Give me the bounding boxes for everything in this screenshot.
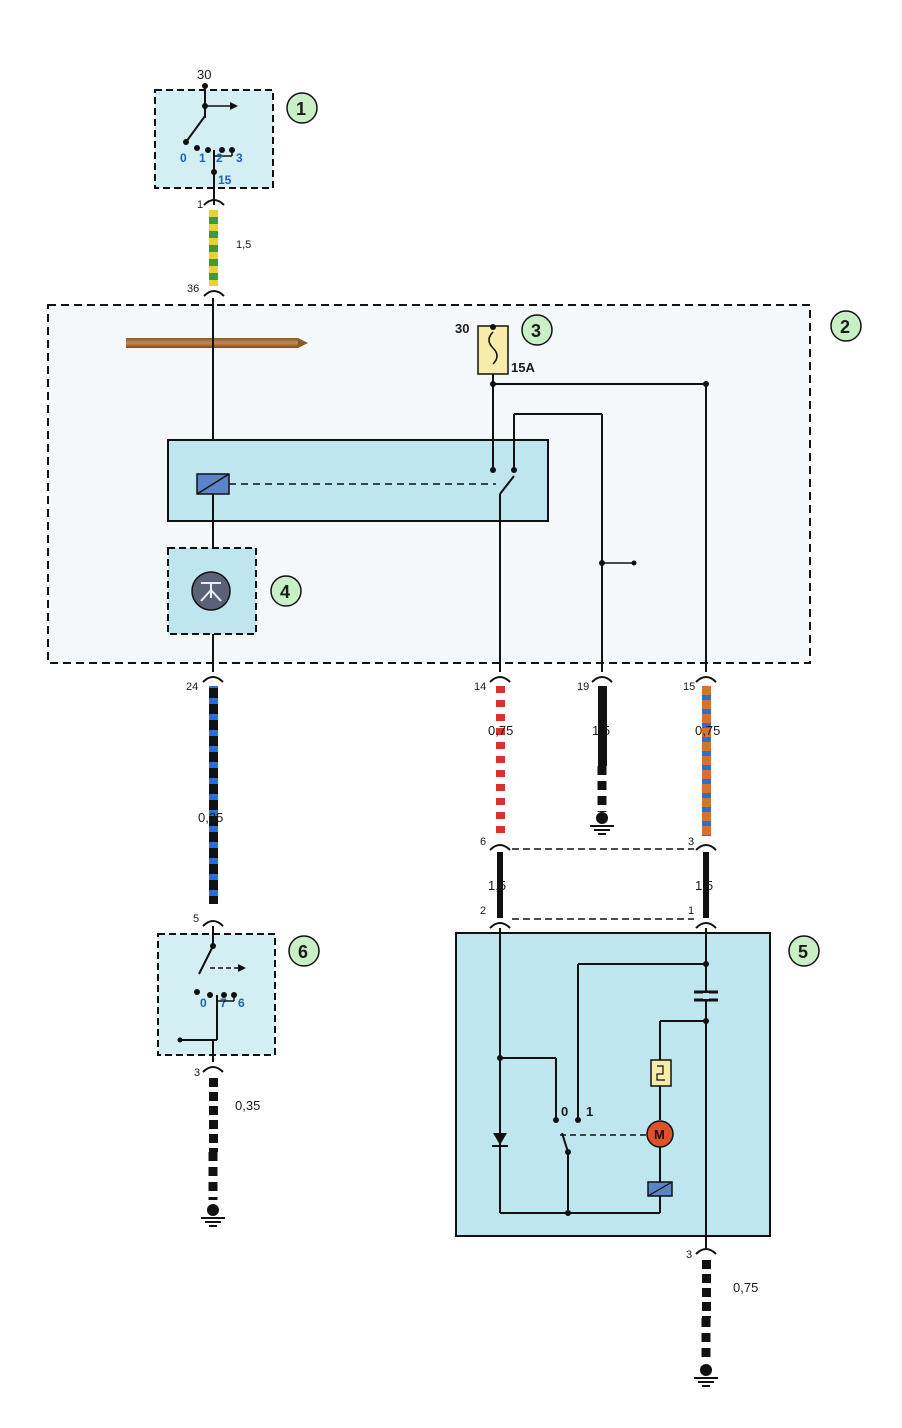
terminal-30-label: 30 bbox=[197, 67, 211, 82]
switch6-pos-6: 6 bbox=[238, 996, 245, 1010]
pin-3-bottom: 3 bbox=[686, 1249, 692, 1261]
fuse-rating: 15A bbox=[511, 360, 535, 375]
callout-1-circle bbox=[286, 92, 318, 124]
callout-4: 4 bbox=[280, 582, 290, 602]
ground-symbol-1 bbox=[590, 812, 614, 835]
switch1-terminal-15: 15 bbox=[218, 173, 232, 187]
pin-14: 14 bbox=[474, 681, 486, 693]
callout-6-circle bbox=[288, 935, 320, 967]
control-module-block: 30 15A bbox=[47, 298, 811, 672]
switch1-pos-3: 3 bbox=[236, 151, 243, 165]
callout-5-circle bbox=[788, 935, 820, 967]
wire-size-19: 1,5 bbox=[592, 723, 610, 738]
switch1-pos-2: 2 bbox=[216, 151, 223, 165]
wire-size-24: 0,35 bbox=[198, 810, 223, 825]
callout-2: 2 bbox=[840, 317, 850, 337]
wire-size-top: 1,5 bbox=[236, 239, 251, 251]
callout-3-circle bbox=[521, 314, 553, 346]
pin-2: 2 bbox=[480, 905, 486, 917]
wire-yellow-green bbox=[209, 210, 218, 286]
wire-size-bottom: 0,75 bbox=[733, 1280, 758, 1295]
wire-black-white-left bbox=[209, 1076, 218, 1152]
wire-size-6-2: 1,5 bbox=[488, 878, 506, 893]
wire-black-white-right bbox=[702, 1258, 711, 1318]
motor-switch-pos-0: 0 bbox=[561, 1104, 568, 1119]
wire-black bbox=[598, 686, 607, 766]
switch6-pos-7: 7 bbox=[220, 996, 227, 1010]
callout-6: 6 bbox=[298, 942, 308, 962]
ground-symbol-3 bbox=[694, 1364, 718, 1387]
wire-size-14: 0,75 bbox=[488, 723, 513, 738]
callout-2-circle bbox=[830, 310, 862, 342]
pin-24: 24 bbox=[186, 681, 198, 693]
callout-4-circle bbox=[270, 575, 302, 607]
switch6-pos-0: 0 bbox=[200, 996, 207, 1010]
pin-1-mid: 1 bbox=[688, 905, 694, 917]
wire-black-blue bbox=[209, 686, 218, 904]
callout-3: 3 bbox=[531, 321, 541, 341]
pin-36: 36 bbox=[187, 283, 199, 295]
fuse-terminal-30: 30 bbox=[455, 321, 469, 336]
wiper-motor-block: M 0 1 bbox=[455, 928, 771, 1248]
wire-size-15: 0,75 bbox=[695, 723, 720, 738]
pin-3-left: 3 bbox=[194, 1067, 200, 1079]
pin-1-top: 1 bbox=[197, 199, 203, 211]
wire-orange-blue bbox=[702, 686, 711, 836]
pin-15: 15 bbox=[683, 681, 695, 693]
ignition-switch-block: 30 0 1 2 3 15 bbox=[154, 67, 274, 205]
motor-switch-pos-1: 1 bbox=[586, 1104, 593, 1119]
switch1-pos-1: 1 bbox=[199, 151, 206, 165]
ground-symbol-2 bbox=[201, 1204, 225, 1227]
wire-white-red bbox=[496, 686, 505, 836]
switch1-pos-0: 0 bbox=[180, 151, 187, 165]
wiper-switch-block: 0 7 6 bbox=[157, 926, 276, 1062]
pin-3-mid: 3 bbox=[688, 836, 694, 848]
callout-1: 1 bbox=[296, 99, 306, 119]
pin-19: 19 bbox=[577, 681, 589, 693]
pin-5: 5 bbox=[193, 913, 199, 925]
pin-6: 6 bbox=[480, 836, 486, 848]
wire-size-sw6: 0,35 bbox=[235, 1098, 260, 1113]
wire-size-3-1: 1,5 bbox=[695, 878, 713, 893]
callout-5: 5 bbox=[798, 942, 808, 962]
motor-letter: M bbox=[654, 1127, 665, 1142]
